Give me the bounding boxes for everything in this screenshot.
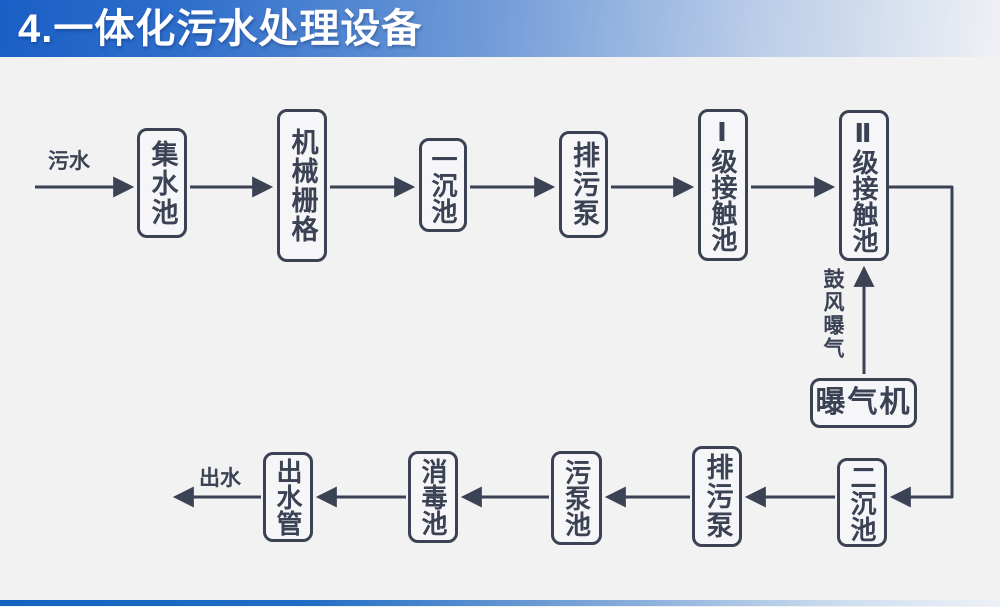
node-primary-sedimentation-tank: 一沉池 — [419, 138, 467, 232]
node-level2-contact-tank: Ⅱ级接触池 — [839, 110, 889, 261]
node-mechanical-screen: 机械栅格 — [277, 109, 327, 262]
outflow-label: 出水 — [199, 467, 241, 490]
node-outlet-pipe: 出水管 — [263, 452, 313, 542]
arrow-elbow-to-secondary-tank — [889, 185, 954, 508]
node-collection-tank: 集水池 — [137, 128, 187, 238]
node-disinfection-tank: 消毒池 — [408, 451, 458, 543]
footer-accent-strip — [0, 600, 1000, 606]
node-level1-contact-tank: Ⅰ级接触池 — [698, 109, 748, 261]
node-sewage-pump-bottom: 排污泵 — [692, 446, 742, 547]
node-sludge-pump-tank: 污泵池 — [551, 451, 602, 545]
node-sewage-pump-top: 排污泵 — [559, 131, 608, 238]
aeration-label: 鼓风曝气 — [821, 268, 844, 360]
slide-title-bar: 4.一体化污水处理设备 — [0, 0, 1000, 57]
inflow-label: 污水 — [48, 150, 90, 173]
node-secondary-sedimentation-tank: 二沉池 — [837, 458, 887, 547]
node-aerator: 曝气机 — [810, 378, 917, 428]
page-title: 4.一体化污水处理设备 — [18, 6, 423, 51]
